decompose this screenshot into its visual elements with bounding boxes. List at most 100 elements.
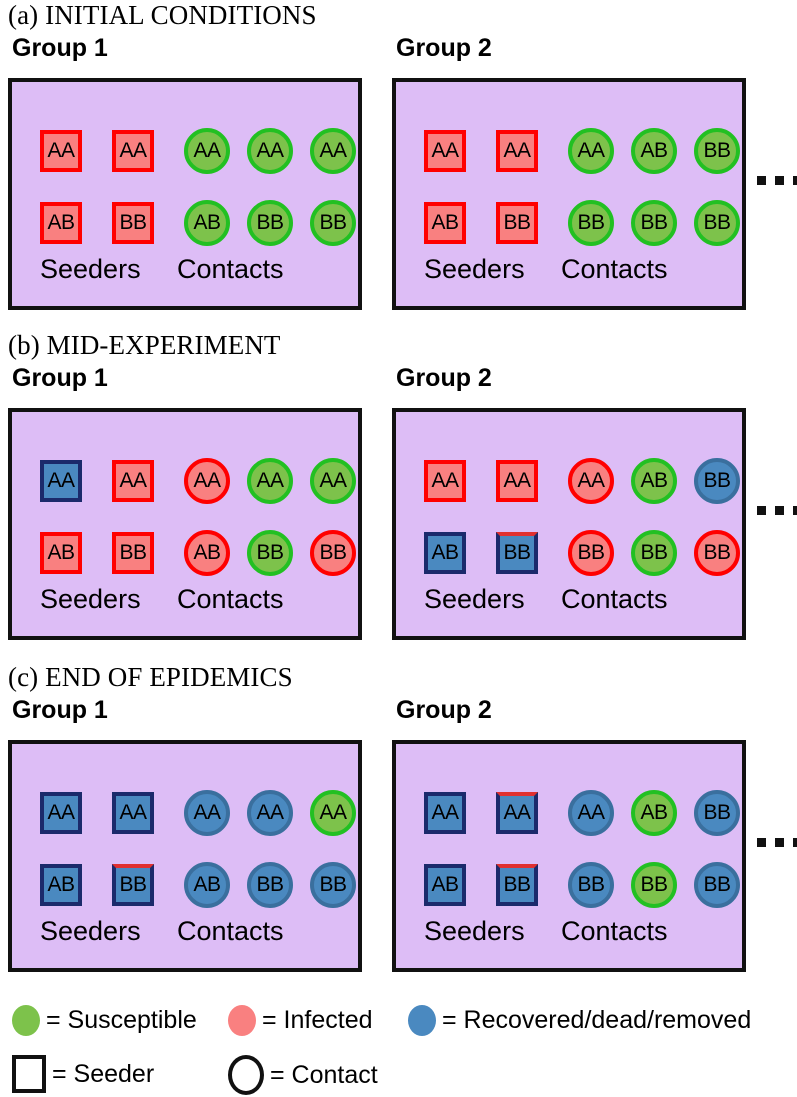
contact-marker: AA <box>310 458 356 504</box>
seeder-marker: AB <box>424 532 466 574</box>
seeder-marker: BB <box>496 202 538 244</box>
legend-item-removed: = Recovered/dead/removed <box>408 1005 751 1036</box>
seeder-marker: AA <box>112 792 154 834</box>
seeder-marker: AA <box>424 130 466 172</box>
group-label: Group 1 <box>12 34 108 62</box>
contact-marker: BB <box>247 530 293 576</box>
contact-marker: BB <box>694 200 740 246</box>
seeders-column-label: Seeders <box>40 254 141 284</box>
contact-marker: BB <box>694 128 740 174</box>
contact-marker: AA <box>247 128 293 174</box>
seeder-marker: AA <box>424 460 466 502</box>
contact-marker: BB <box>631 862 677 908</box>
contact-marker: AB <box>184 200 230 246</box>
legend-item-seeder: = Seeder <box>12 1055 154 1093</box>
seeder-marker: AA <box>112 130 154 172</box>
seeder-marker: AA <box>112 460 154 502</box>
legend-label: = Seeder <box>52 1059 155 1088</box>
group-label: Group 2 <box>396 364 492 392</box>
contacts-column-label: Contacts <box>177 254 284 284</box>
seeders-column-label: Seeders <box>40 916 141 946</box>
group-box: AA AA AB BB AA AB BB BB BB BB Seeders Contacts <box>392 740 746 972</box>
susceptible-swatch-icon <box>12 1005 40 1036</box>
contact-marker: AA <box>568 790 614 836</box>
removed-swatch-icon <box>408 1005 436 1036</box>
group-label: Group 1 <box>12 696 108 724</box>
contact-marker: AB <box>184 530 230 576</box>
contact-marker: AB <box>631 128 677 174</box>
contact-marker: AA <box>184 458 230 504</box>
seeder-marker: AB <box>40 532 82 574</box>
contact-marker: BB <box>631 530 677 576</box>
legend-item-susceptible: = Susceptible <box>12 1005 197 1036</box>
seeder-marker: AA <box>496 792 538 834</box>
legend-item-infected: = Infected <box>228 1005 373 1036</box>
contacts-column-label: Contacts <box>177 584 284 614</box>
seeder-marker: AA <box>496 460 538 502</box>
contact-shape-icon <box>228 1055 264 1095</box>
infected-swatch-icon <box>228 1005 256 1036</box>
contacts-column-label: Contacts <box>561 916 668 946</box>
contact-marker: BB <box>247 200 293 246</box>
contact-marker: BB <box>694 790 740 836</box>
group-label: Group 1 <box>12 364 108 392</box>
contact-marker: AB <box>184 862 230 908</box>
seeder-marker: BB <box>112 202 154 244</box>
contacts-column-label: Contacts <box>177 916 284 946</box>
contact-marker: BB <box>568 200 614 246</box>
contact-marker: AA <box>247 790 293 836</box>
contact-marker: AB <box>631 458 677 504</box>
seeder-marker: AB <box>40 202 82 244</box>
contact-marker: AA <box>310 128 356 174</box>
contact-marker: BB <box>694 862 740 908</box>
group-box: AA AA AB BB AA AA AA AB BB BB Seeders Contacts <box>8 78 362 310</box>
contact-marker: BB <box>568 862 614 908</box>
contact-marker: BB <box>694 458 740 504</box>
seeder-marker: AB <box>40 864 82 906</box>
seeder-marker: AA <box>40 792 82 834</box>
contact-marker: AA <box>184 128 230 174</box>
contact-marker: BB <box>310 530 356 576</box>
contact-marker: BB <box>631 200 677 246</box>
more-groups-ellipsis <box>757 838 797 847</box>
seeder-marker: BB <box>496 864 538 906</box>
seeder-marker: BB <box>496 532 538 574</box>
legend-label: = Recovered/dead/removed <box>442 1006 752 1034</box>
contact-marker: AB <box>631 790 677 836</box>
contact-marker: AA <box>568 128 614 174</box>
contact-marker: BB <box>694 530 740 576</box>
seeders-column-label: Seeders <box>424 584 525 614</box>
contacts-column-label: Contacts <box>561 584 668 614</box>
seeder-marker: AA <box>424 792 466 834</box>
seeder-marker: AA <box>40 130 82 172</box>
legend-item-contact: = Contact <box>228 1055 378 1095</box>
seeder-marker: AA <box>496 130 538 172</box>
contact-marker: BB <box>568 530 614 576</box>
legend-label: = Susceptible <box>46 1006 197 1034</box>
seeder-marker: AB <box>424 864 466 906</box>
seeder-marker: BB <box>112 864 154 906</box>
group-label: Group 2 <box>396 696 492 724</box>
seeder-marker: AA <box>40 460 82 502</box>
group-box: AA AA AB BB AA AA AA AB BB BB Seeders Contacts <box>8 408 362 640</box>
more-groups-ellipsis <box>757 506 797 515</box>
legend-label: = Contact <box>270 1060 378 1089</box>
contact-marker: AA <box>247 458 293 504</box>
contact-marker: AA <box>568 458 614 504</box>
seeders-column-label: Seeders <box>424 254 525 284</box>
group-label: Group 2 <box>396 34 492 62</box>
contact-marker: AA <box>310 790 356 836</box>
contact-marker: AA <box>184 790 230 836</box>
seeders-column-label: Seeders <box>40 584 141 614</box>
contact-marker: BB <box>310 200 356 246</box>
contacts-column-label: Contacts <box>561 254 668 284</box>
seeder-marker: BB <box>112 532 154 574</box>
contact-marker: BB <box>247 862 293 908</box>
legend-label: = Infected <box>262 1006 373 1034</box>
seeders-column-label: Seeders <box>424 916 525 946</box>
